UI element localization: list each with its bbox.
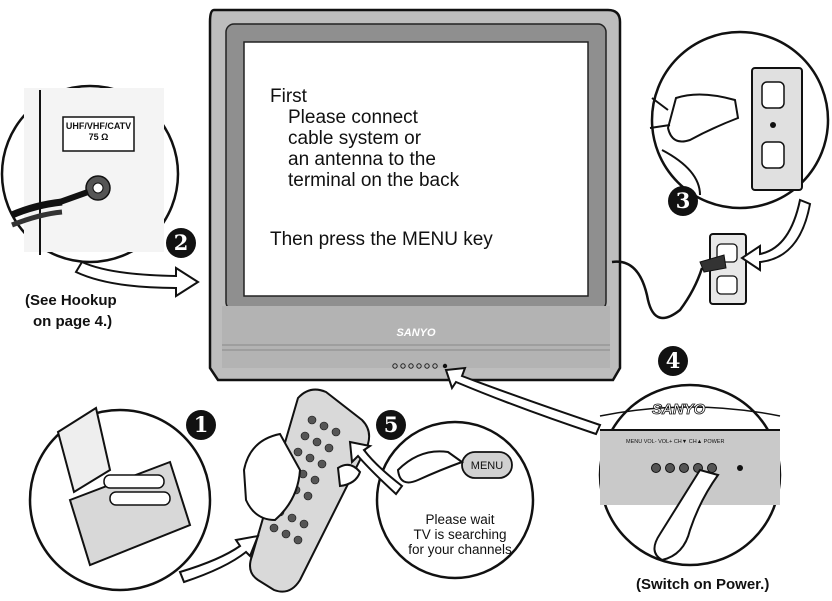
antenna-label-line-2: 75 Ω <box>88 132 109 142</box>
arrow-to-remote <box>178 534 260 584</box>
battery-icon <box>103 474 165 489</box>
step-3-badge: 3 <box>668 186 698 216</box>
hookup-caption-line-2: on page 4.) <box>33 313 113 330</box>
coax-cable <box>10 198 63 219</box>
arrows <box>74 198 812 584</box>
screen-line-4: an antenna to the <box>288 149 436 170</box>
antenna-connection-illustration <box>0 84 180 264</box>
antenna-label-line-1: UHF/VHF/CATV <box>65 121 132 131</box>
screen-menu-instruction: Then press the MENU key <box>270 229 493 250</box>
power-cord <box>611 260 704 320</box>
searching-line-1: Please wait <box>425 512 495 527</box>
tv-screen <box>243 41 589 297</box>
step-5-badge: 5 <box>376 410 406 440</box>
battery-icon <box>109 491 171 506</box>
remote-control <box>242 388 371 593</box>
searching-message: Please wait TV is searching for your cha… <box>400 512 520 557</box>
arrow-to-outlet <box>740 198 812 272</box>
battery-insertion-illustration <box>28 406 212 592</box>
arrow-to-power-button <box>444 366 602 436</box>
antenna-label-plate <box>62 116 135 152</box>
front-panel-illustration: SANYO MENU VOL- VOL+ CH▼ CH▲ POWER <box>598 383 782 567</box>
screen-line-5: terminal on the back <box>288 170 460 191</box>
menu-key-label: MENU <box>471 460 503 472</box>
searching-line-3: for your channels <box>408 542 512 557</box>
battery-cover <box>56 406 112 494</box>
finger-icon <box>396 450 465 484</box>
tv-brand-logo: SANYO <box>396 327 436 339</box>
tv-power-outlet <box>611 233 747 320</box>
menu-key-bubble: MENU <box>375 420 535 580</box>
screen-line-3: cable system or <box>288 128 422 149</box>
tv-control-buttons <box>392 363 448 369</box>
arrow-to-menu-key <box>348 440 404 496</box>
antenna-input-label: UHF/VHF/CATV 75 Ω <box>63 121 134 143</box>
finger-icon <box>653 468 720 562</box>
screen-line-2: Please connect <box>288 107 418 128</box>
step-1-badge: 1 <box>186 410 216 440</box>
front-panel-brand-logo: SANYO <box>652 401 706 418</box>
front-panel-button-labels: MENU VOL- VOL+ CH▼ CH▲ POWER <box>626 439 724 445</box>
hand-icon <box>666 93 740 143</box>
hookup-caption-line-1: (See Hookup <box>25 292 117 309</box>
television: SANYO <box>208 8 622 382</box>
arrow-to-antenna-input <box>74 260 200 298</box>
searching-line-2: TV is searching <box>413 527 507 542</box>
screen-line-1: First <box>270 86 307 107</box>
menu-key-button <box>461 451 513 479</box>
switch-power-caption: (Switch on Power.) <box>636 576 770 593</box>
step-4-badge: 4 <box>658 346 688 376</box>
hand-icon <box>242 432 302 522</box>
tv-front-lower <box>222 306 610 368</box>
power-plug-illustration <box>649 30 830 210</box>
step-2-badge: 2 <box>166 228 196 258</box>
